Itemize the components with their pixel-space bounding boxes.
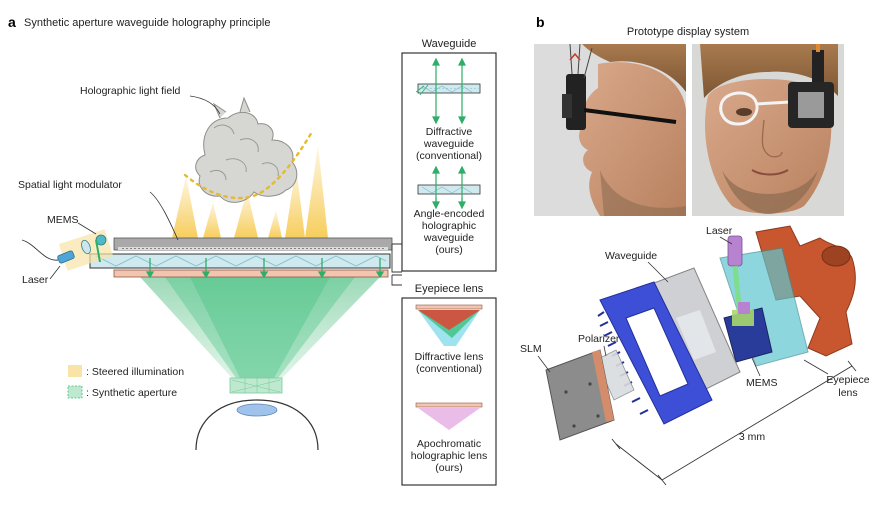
waveguide-ours-line2: holographic (422, 220, 476, 232)
cad-polarizer (595, 349, 635, 401)
eyepiece-box-title: Eyepiece lens (415, 283, 484, 295)
photo-side-profile (534, 43, 686, 217)
eyebox-light-cone (140, 277, 380, 394)
waveguide-conventional-line2: waveguide (423, 138, 474, 150)
eyepiece-comparison-box: Eyepiece lens Diffractive lens (conventi… (401, 283, 497, 486)
leader-mems (77, 222, 97, 235)
label-holographic-light-field: Holographic light field (80, 85, 181, 97)
cad-label-eyepiece-line2: lens (838, 387, 857, 399)
waveguide-ours-line4: (ours) (435, 244, 462, 256)
panel-b-title: Prototype display system (627, 26, 749, 38)
waveguide-comparison-box: Waveguide Diffractive waveguide (convent… (401, 38, 497, 272)
waveguide-conventional-line3: (conventional) (416, 150, 482, 162)
label-mems: MEMS (47, 214, 79, 226)
leader-cad-waveguide (647, 261, 669, 283)
legend-swatch-synthetic (67, 385, 83, 399)
leader-light-field (189, 95, 221, 115)
laser-module (57, 250, 75, 264)
cad-label-laser: Laser (706, 225, 733, 237)
label-spatial-light-modulator: Spatial light modulator (18, 179, 122, 191)
eyepiece-conventional-line1: Diffractive lens (415, 351, 484, 363)
steered-illumination-beams (172, 145, 328, 238)
slm-waveguide-stack (89, 237, 393, 279)
leader-slm (149, 191, 179, 241)
leader-cad-polarizer (603, 345, 607, 357)
eye-illustration (195, 399, 319, 451)
panel-a-title: Synthetic aperture waveguide holography … (24, 17, 270, 29)
leader-cad-slm (537, 355, 551, 373)
waveguide-ours-line1: Angle-encoded (414, 208, 485, 220)
leader-cad-laser (719, 236, 733, 245)
label-laser: Laser (22, 274, 49, 286)
waveguide-ours-line3: waveguide (423, 232, 474, 244)
eyepiece-conventional-line2: (conventional) (416, 363, 482, 375)
panel-a: a Synthetic aperture waveguide holograph… (8, 14, 497, 486)
cad-label-eyepiece-line1: Eyepiece (826, 374, 869, 386)
waveguide-box-title: Waveguide (422, 38, 477, 50)
legend-synthetic-aperture: : Synthetic aperture (86, 387, 177, 399)
eyepiece-ours-line3: (ours) (435, 462, 462, 474)
panel-a-letter: a (8, 14, 16, 30)
panel-b: b Prototype display system (520, 14, 870, 486)
exploded-cad-view (545, 225, 857, 486)
cad-label-scale: 3 mm (739, 431, 766, 443)
cad-label-waveguide: Waveguide (605, 250, 657, 262)
cad-label-polarizer: Polarizer (578, 333, 620, 345)
cad-label-mems: MEMS (746, 377, 778, 389)
connector-eyepiece (391, 274, 402, 286)
cad-label-slm: SLM (520, 343, 542, 355)
eyepiece-lens-layer (113, 269, 389, 278)
photo-frontal (692, 44, 844, 216)
legend: : Steered illumination : Synthetic apert… (67, 365, 184, 399)
eyepiece-ours-line2: holographic lens (411, 450, 487, 462)
panel-b-letter: b (536, 14, 545, 30)
leader-cad-mems (751, 357, 761, 377)
legend-steered-illumination: : Steered illumination (86, 366, 184, 378)
leader-laser (49, 265, 61, 280)
mems-laser-assembly (21, 229, 114, 271)
connector-waveguide (391, 243, 402, 273)
holographic-dragon (183, 96, 314, 203)
leader-cad-eyepiece (803, 359, 829, 375)
legend-swatch-steered (68, 365, 82, 377)
eyepiece-ours-line1: Apochromatic (417, 438, 481, 450)
waveguide-conventional-line1: Diffractive (426, 126, 473, 138)
cad-laser (727, 235, 743, 267)
